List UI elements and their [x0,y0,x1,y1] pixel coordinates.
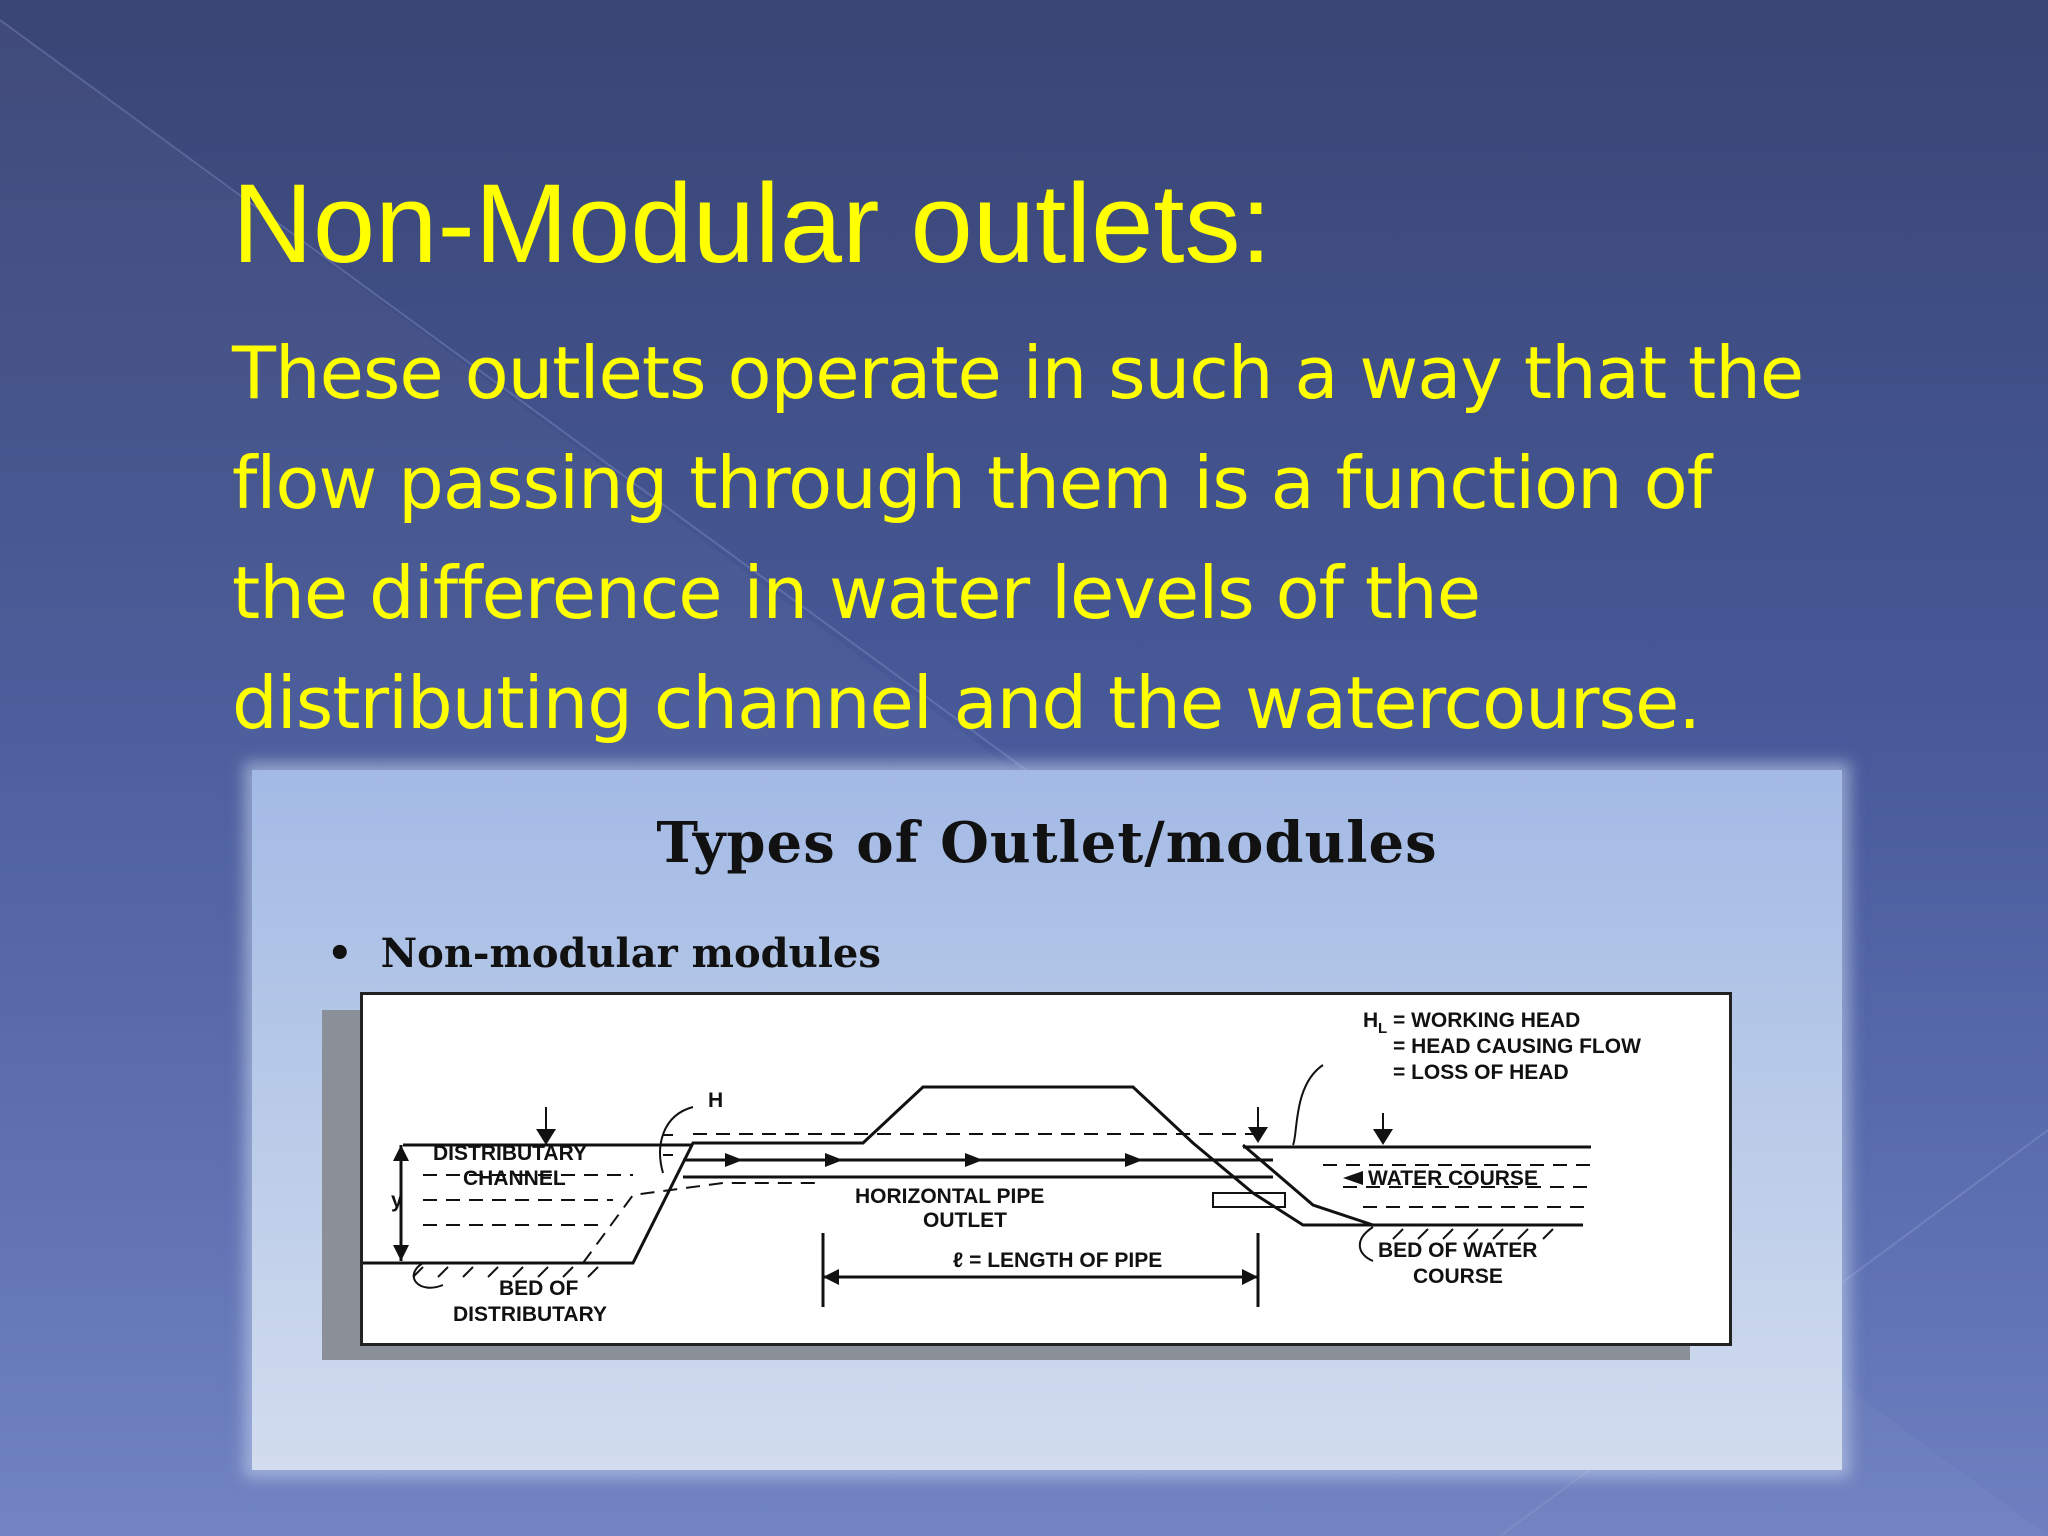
bullet-dot: • [327,930,353,977]
watercourse-bank [1242,1143,1374,1227]
slide-body: These outlets operate in such a way that… [232,318,1972,758]
bullet-text: Non-modular modules [380,930,881,977]
body-line: flow passing through them is a function … [232,441,1712,525]
body-line: distributing channel and the watercourse… [232,661,1701,745]
label-channel: CHANNEL [463,1167,566,1190]
body-line: the difference in water levels of the [232,551,1481,635]
label-head-causing-flow: = HEAD CAUSING FLOW [1393,1035,1641,1058]
label-loss-of-head: = LOSS OF HEAD [1393,1061,1569,1084]
label-working-head: = WORKING HEAD [1393,1009,1580,1032]
label-hl-sub: L [1378,1020,1387,1037]
label-distributary: DISTRIBUTARY [433,1142,587,1165]
label-bed-of: BED OF [499,1277,579,1300]
label-h: H [708,1089,723,1112]
label-y: y [391,1189,403,1212]
outlet-figure: Types of Outlet/modules • Non-modular mod… [252,770,1842,1470]
figure-bullet: • Non-modular modules [327,930,881,977]
figure-title: Types of Outlet/modules [656,810,1438,876]
diagram-frame: H L = WORKING HEAD = HEAD CAUSING FLOW =… [360,992,1732,1346]
label-outlet: OUTLET [923,1209,1007,1232]
slide-title: Non-Modular outlets: [232,161,1272,286]
label-bed-of-water: BED OF WATER [1378,1239,1537,1262]
body-line: These outlets operate in such a way that… [232,331,1804,415]
channel-bed-line [363,1085,1583,1265]
label-hl: H [1363,1009,1378,1032]
label-length-of-pipe: ℓ = LENGTH OF PIPE [953,1249,1162,1272]
label-course: COURSE [1413,1265,1503,1288]
label-horizontal-pipe: HORIZONTAL PIPE [855,1185,1044,1208]
label-distributary-bed: DISTRIBUTARY [453,1303,607,1326]
outlet-section-diagram: H L = WORKING HEAD = HEAD CAUSING FLOW =… [363,1009,1641,1326]
label-water-course: WATER COURSE [1368,1167,1538,1190]
